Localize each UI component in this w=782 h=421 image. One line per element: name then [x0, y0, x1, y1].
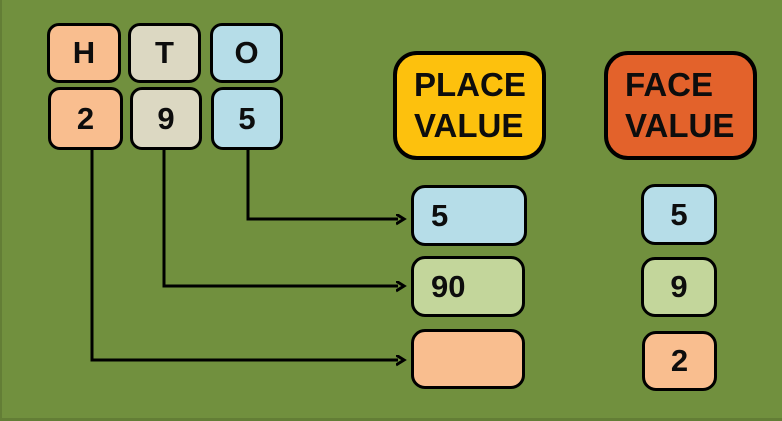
place-value-ones-box: 5 [411, 185, 527, 246]
place-value-hundreds-answer-box[interactable] [411, 329, 525, 389]
digit-hundreds: 2 [48, 87, 123, 150]
place-value-title-line1: PLACE [414, 65, 526, 103]
face-value-title-line2: VALUE [625, 106, 735, 144]
place-value-tens-box: 90 [411, 256, 525, 317]
face-value-title-line1: FACE [625, 65, 714, 103]
place-value-title-box: PLACE VALUE [393, 51, 546, 160]
column-header-hundreds: H [47, 23, 121, 83]
face-value-ones-box: 5 [641, 184, 717, 245]
column-header-ones: O [210, 23, 283, 83]
arrow-ones-digit-to-place-value [246, 150, 398, 219]
digit-ones: 5 [211, 87, 283, 150]
arrow-hundreds-digit-to-place-value [90, 150, 398, 360]
place-value-title-line2: VALUE [414, 106, 524, 144]
face-value-tens-box: 9 [641, 257, 717, 317]
face-value-hundreds-box: 2 [642, 331, 717, 391]
digit-tens: 9 [130, 87, 202, 150]
arrow-tens-digit-to-place-value [162, 150, 398, 286]
column-header-tens: T [128, 23, 201, 83]
face-value-title-box: FACE VALUE [604, 51, 757, 160]
